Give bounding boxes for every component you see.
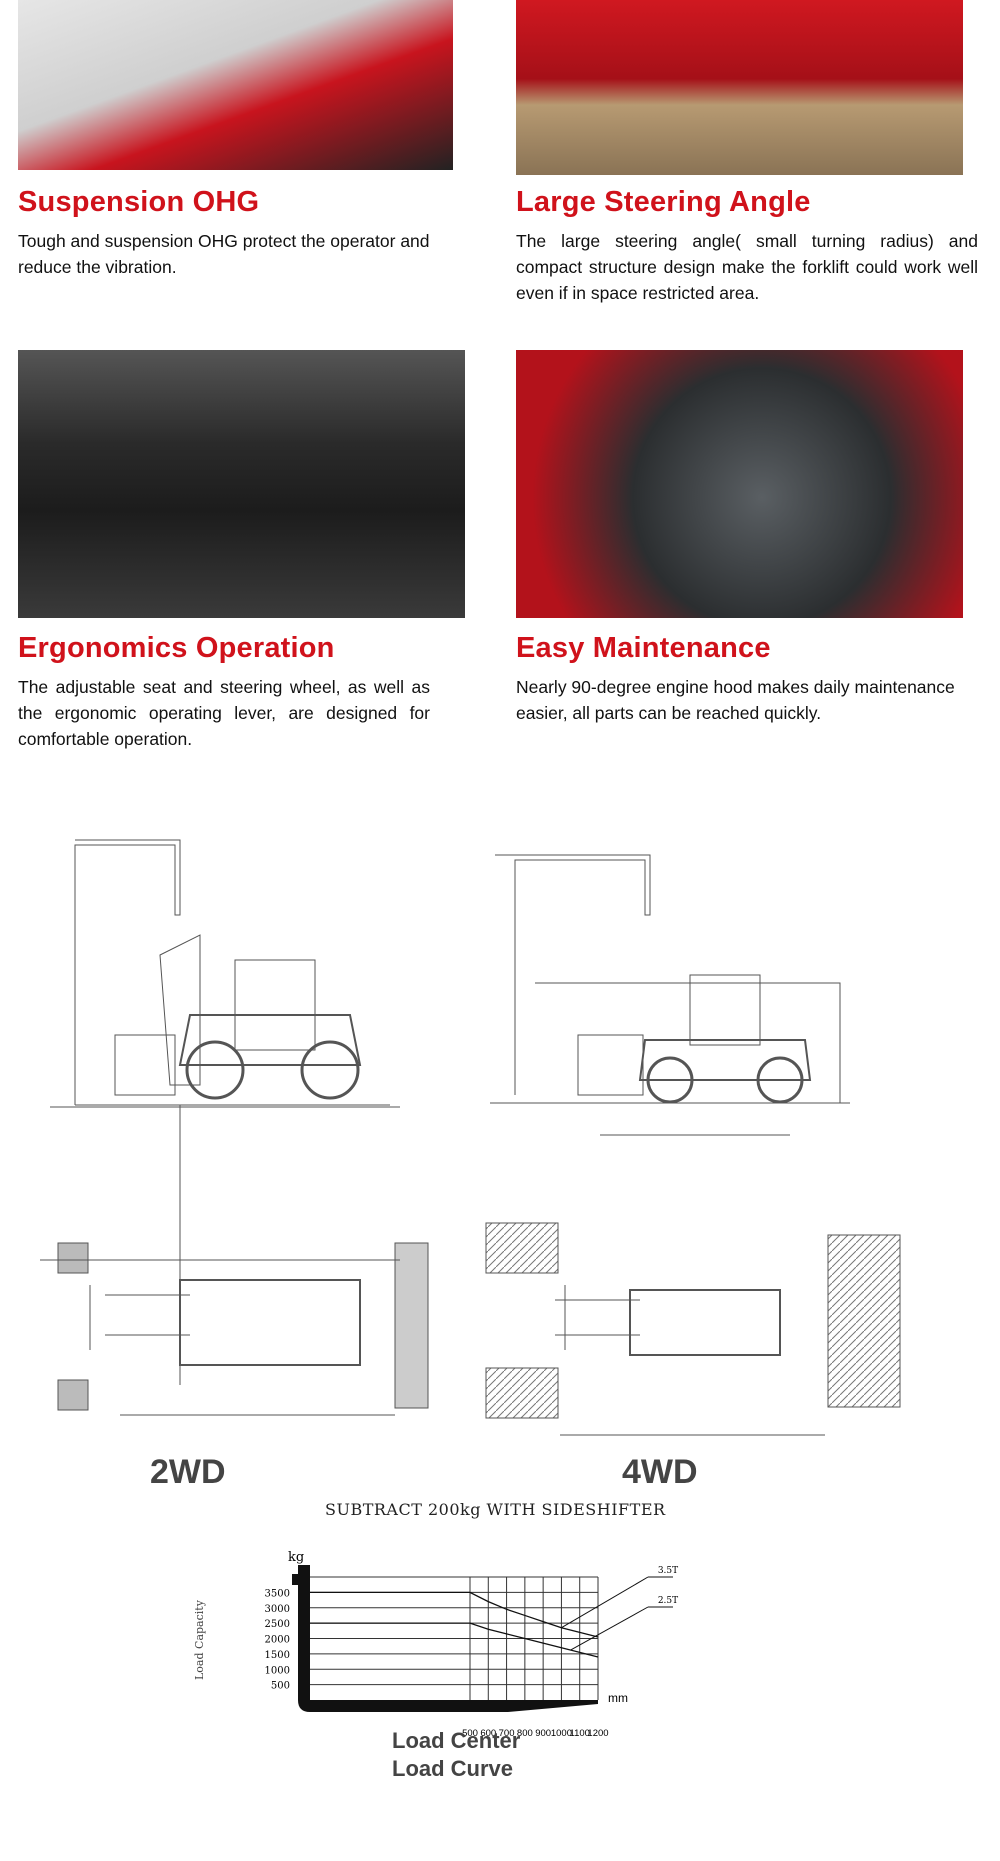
feature-title: Suspension OHG <box>18 186 260 218</box>
series-pointer <box>570 1606 649 1651</box>
y-tick-label: 2500 <box>265 1619 290 1630</box>
chart-title: SUBTRACT 200kg WITH SIDESHIFTER <box>325 1500 666 1519</box>
y-tick-label: 1500 <box>265 1650 290 1661</box>
y-tick-label: 500 <box>271 1681 290 1692</box>
load-center-caption: Load Center <box>392 1728 521 1753</box>
x-tick-label: 800 <box>517 1728 533 1739</box>
x-tick-label: 1200 <box>587 1728 608 1739</box>
feature-title: Easy Maintenance <box>516 632 771 664</box>
x-unit-label: mm <box>608 1691 628 1705</box>
steering-angle-photo <box>516 0 963 175</box>
y-unit-label: kg <box>288 1550 304 1565</box>
series-line-3.5T <box>310 1591 599 1638</box>
technical-drawings <box>40 839 901 1436</box>
y-tick-label: 3500 <box>265 1588 290 1599</box>
x-tick-label: 900 <box>535 1728 551 1739</box>
series-label: 2.5T <box>658 1596 678 1606</box>
y-axis-label: Load Capacity <box>193 1599 206 1680</box>
2wd-label: 2WD <box>150 1453 226 1491</box>
feature-title: Large Steering Angle <box>516 186 811 218</box>
series-label: 3.5T <box>658 1566 678 1576</box>
feature-text: Tough and suspension OHG protect the ope… <box>18 231 430 277</box>
engine-photo <box>516 350 963 618</box>
x-tick-label: 600 <box>480 1728 496 1739</box>
series-line-2.5T <box>310 1622 599 1658</box>
feature-text: Nearly 90-degree engine hood makes daily… <box>516 677 955 723</box>
load-curve-caption: Load Curve <box>392 1756 514 1781</box>
4wd-label: 4WD <box>622 1453 698 1491</box>
feature-text: The adjustable seat and steering wheel, … <box>18 677 430 749</box>
series-pointer <box>561 1576 649 1629</box>
load-curve-chart: kg mm Load Capacity 500 1000 1500 2000 2500 3000… <box>193 1550 678 1739</box>
x-tick-label: 500 <box>462 1728 478 1739</box>
2wd-side-view <box>50 839 400 1385</box>
4wd-side-view <box>490 854 850 1136</box>
x-tick-label: 1100 <box>569 1728 589 1739</box>
x-tick-label: 700 <box>499 1728 515 1739</box>
y-tick-label: 2000 <box>265 1635 290 1646</box>
feature-text: The large steering angle( small turning … <box>516 231 978 303</box>
y-tick-label: 3000 <box>265 1604 290 1615</box>
ergonomics-photo <box>18 350 465 618</box>
x-tick-label: 1000 <box>551 1728 572 1739</box>
suspension-ohg-photo <box>18 0 453 170</box>
feature-title: Ergonomics Operation <box>18 632 335 664</box>
y-tick-label: 1000 <box>265 1665 290 1676</box>
4wd-top-view <box>485 1222 901 1436</box>
2wd-top-view <box>40 1242 429 1416</box>
